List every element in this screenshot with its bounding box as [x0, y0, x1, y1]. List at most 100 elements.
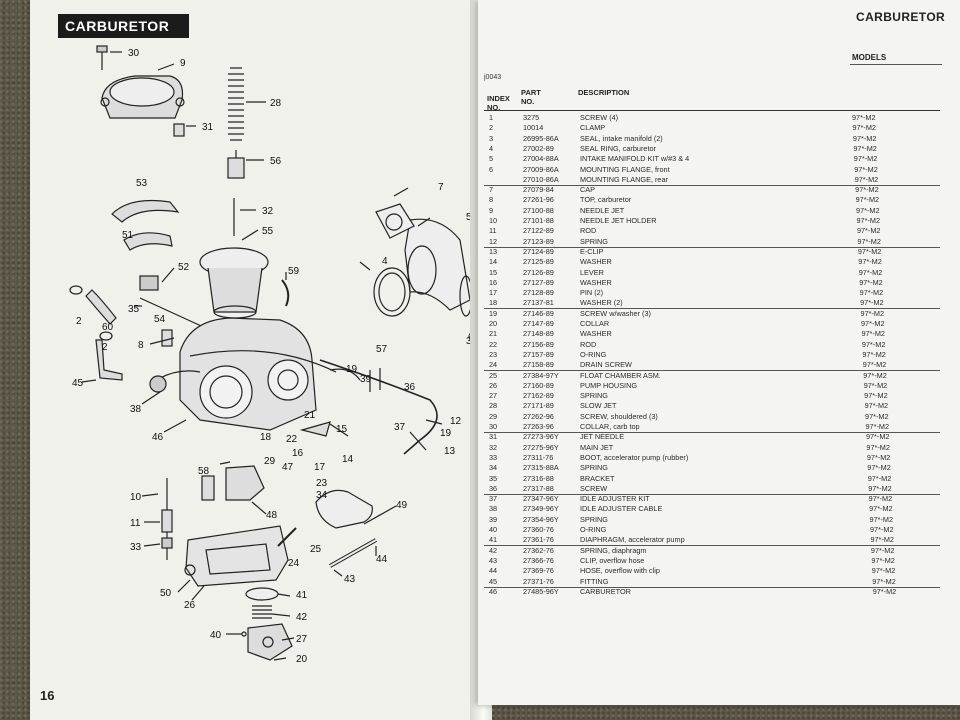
callout-number: 52 [178, 262, 190, 273]
description-cell: CAP [580, 185, 596, 195]
callout-number: 32 [262, 206, 274, 217]
description-cell: PUMP HOUSING [580, 380, 638, 390]
callout-number: 43 [344, 574, 356, 585]
model-cell: 97*-M2 [859, 288, 884, 298]
callout-number: 58 [198, 466, 210, 477]
index-cell: 1 [489, 113, 494, 122]
callout-number: 18 [260, 432, 272, 443]
description-cell: WASHER [580, 277, 612, 287]
model-cell: 97*-M2 [867, 473, 892, 483]
part-number-cell: 27311-76 [523, 452, 554, 462]
callout-number: 53 [136, 178, 148, 189]
index-cell: 11 [489, 226, 497, 236]
description-cell: SCREW [580, 483, 608, 493]
index-cell: 41 [489, 535, 498, 545]
index-cell: 39 [489, 514, 498, 524]
model-cell: 97*-M2 [855, 195, 880, 205]
part-number-cell: 27002-89 [523, 143, 554, 153]
model-cell: 97*-M2 [853, 143, 877, 153]
part-number-cell: 27347-96Y [523, 494, 559, 504]
callout-number: 19 [346, 364, 358, 375]
part-number-cell: 27124-89 [523, 246, 554, 256]
right-page [478, 0, 960, 705]
callout-number: 38 [130, 404, 142, 415]
model-cell: 97*-M2 [862, 360, 887, 370]
index-cell: 22 [489, 339, 498, 349]
model-cell: 97*-M2 [854, 164, 878, 174]
index-cell: 44 [489, 566, 498, 576]
model-cell: 97*-M2 [856, 205, 880, 215]
description-cell: WASHER [580, 257, 612, 267]
part-number-cell: 27317-88 [523, 483, 554, 493]
callout-number: 55 [262, 226, 274, 237]
callout-number: 4 [382, 256, 388, 267]
model-cell: 97*-M2 [859, 277, 883, 287]
callout-number: 20 [296, 654, 308, 665]
part-number-cell: 27158-89 [523, 360, 554, 370]
callout-number: 23 [316, 478, 328, 489]
part-number-cell: 27369-76 [523, 566, 554, 576]
description-cell: MAIN JET [580, 442, 614, 452]
row-separator [484, 308, 940, 310]
description-cell: O-RING [580, 525, 607, 534]
index-cell: 46 [489, 586, 498, 596]
description-cell: SEAL, intake manifold (2) [580, 133, 663, 143]
part-number-cell: 27079-84 [523, 185, 554, 195]
part-number-cell: 27366-76 [523, 555, 554, 565]
description-cell: SPRING [580, 391, 608, 401]
model-cell: 97*-M2 [861, 329, 885, 339]
model-cell: 97*-M2 [867, 463, 891, 473]
callout-number: 49 [396, 500, 408, 511]
index-cell: 24 [489, 360, 498, 370]
part-number-cell: 27354-96Y [523, 514, 559, 524]
callout-number: 24 [288, 558, 300, 569]
callout-number: 34 [316, 490, 328, 501]
model-cell: 97*-M2 [858, 257, 882, 267]
index-cell: 30 [489, 422, 498, 431]
part-number-cell: 27485-96Y [523, 586, 559, 596]
description-cell: SCREW, shouldered (3) [580, 411, 658, 421]
part-number-cell: 27156-89 [523, 339, 554, 349]
part-number-cell: 3275 [523, 113, 540, 122]
callout-number: 26 [184, 600, 196, 611]
model-cell: 97*-M2 [866, 442, 890, 452]
part-number-cell: 27148-89 [523, 329, 554, 339]
index-cell: 6 [489, 164, 494, 174]
model-cell: 97*-M2 [853, 154, 878, 164]
callout-number: 35 [128, 304, 140, 315]
callout-number: 29 [264, 456, 276, 467]
part-number-cell: 27147-89 [523, 319, 554, 328]
callout-number: 14 [342, 454, 354, 465]
callout-number: 46 [152, 432, 164, 443]
part-number-cell: 27157-89 [523, 349, 554, 359]
part-number-cell: 27126-89 [523, 267, 554, 277]
row-separator [484, 246, 940, 248]
part-number-cell: 27315-88A [523, 463, 559, 473]
model-cell: 97*-M2 [868, 483, 892, 493]
description-cell: E-CLIP [580, 246, 604, 256]
description-cell: TOP, carburetor [580, 195, 632, 205]
description-cell: JET NEEDLE [580, 432, 625, 442]
description-cell: ROD [580, 339, 597, 349]
model-cell: 97*-M2 [860, 298, 884, 308]
description-cell: ROD [580, 226, 597, 236]
part-number-cell: 27371-76 [523, 576, 554, 586]
description-cell: SPRING [580, 514, 608, 524]
part-number-cell: 27004-88A [523, 154, 559, 164]
index-cell: 20 [489, 319, 498, 328]
part-number-cell: 27273-96Y [523, 432, 559, 442]
description-cell: NEEDLE JET [580, 205, 625, 215]
part-number-cell: 27362-76 [523, 545, 554, 555]
index-cell: 27 [489, 391, 498, 401]
model-cell: 97*-M2 [870, 525, 894, 534]
description-cell: INTAKE MANIFOLD KIT w/#3 & 4 [580, 154, 690, 164]
index-cell: 42 [489, 545, 498, 555]
index-cell: 8 [489, 195, 494, 205]
model-cell: 97*-M2 [872, 576, 896, 586]
description-cell: IDLE ADJUSTER CABLE [580, 504, 663, 514]
callout-number: 44 [376, 554, 388, 565]
part-number-cell: 27262-96 [523, 411, 554, 421]
callout-number: 51 [122, 230, 134, 241]
description-cell: FITTING [580, 576, 609, 586]
callout-number: 15 [336, 424, 348, 435]
